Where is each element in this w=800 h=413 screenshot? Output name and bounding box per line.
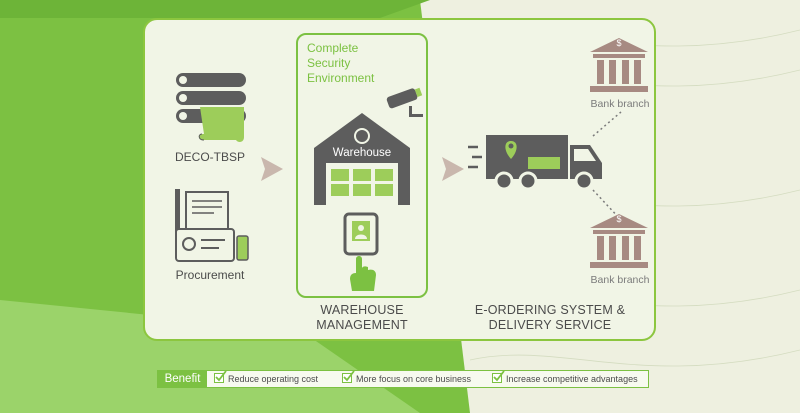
fingerprint-scanner-icon xyxy=(343,212,379,291)
security-environment-title: Complete Security Environment xyxy=(307,41,417,86)
title-line-3: Environment xyxy=(307,71,375,85)
warehouse-sign: Warehouse xyxy=(332,147,392,159)
bank-symbol: $ xyxy=(616,38,622,48)
caption-line-1: WAREHOUSE xyxy=(320,303,404,317)
warehouse-security-box xyxy=(296,33,428,298)
checkbox-icon xyxy=(214,370,227,383)
warehouse-management-caption: WAREHOUSE MANAGEMENT xyxy=(296,303,428,333)
flow-arrow-right-icon xyxy=(261,157,283,181)
bank-branch-top-label: Bank branch xyxy=(590,98,650,110)
eordering-caption: E-ORDERING SYSTEM & DELIVERY SERVICE xyxy=(470,303,630,333)
connector-lines xyxy=(592,111,622,221)
caption-line-2: DELIVERY SERVICE xyxy=(488,318,612,332)
procurement-label: Procurement xyxy=(175,268,245,282)
id-card-icon xyxy=(175,228,249,262)
cctv-camera-icon xyxy=(386,87,423,117)
title-line-2: Security xyxy=(307,56,351,70)
checkbox-icon xyxy=(492,370,505,383)
bank-symbol: $ xyxy=(616,214,622,224)
bank-icon xyxy=(590,214,648,268)
bank-branch-bottom-label: Bank branch xyxy=(590,274,650,286)
flow-arrow-right-icon xyxy=(442,157,464,181)
bank-icon xyxy=(590,38,648,92)
benefit-tag: Benefit xyxy=(158,371,207,387)
title-line-1: Complete xyxy=(307,41,359,55)
benefit-item-label: Reduce operating cost xyxy=(228,374,319,384)
delivery-truck-icon xyxy=(468,135,602,191)
caption-line-2: MANAGEMENT xyxy=(316,318,408,332)
paper-scroll-icon xyxy=(198,107,244,142)
benefit-bar: Benefit Reduce operating cost More focus… xyxy=(157,370,649,388)
benefit-item-label: More focus on core business xyxy=(356,374,472,384)
benefit-item-label: Increase competitive advantages xyxy=(506,374,638,384)
warehouse-icon xyxy=(314,113,410,205)
checkbox-icon xyxy=(342,370,355,383)
deco-tbsp-label: DECO-TBSP xyxy=(174,150,245,164)
caption-line-1: E-ORDERING SYSTEM & xyxy=(474,303,626,317)
